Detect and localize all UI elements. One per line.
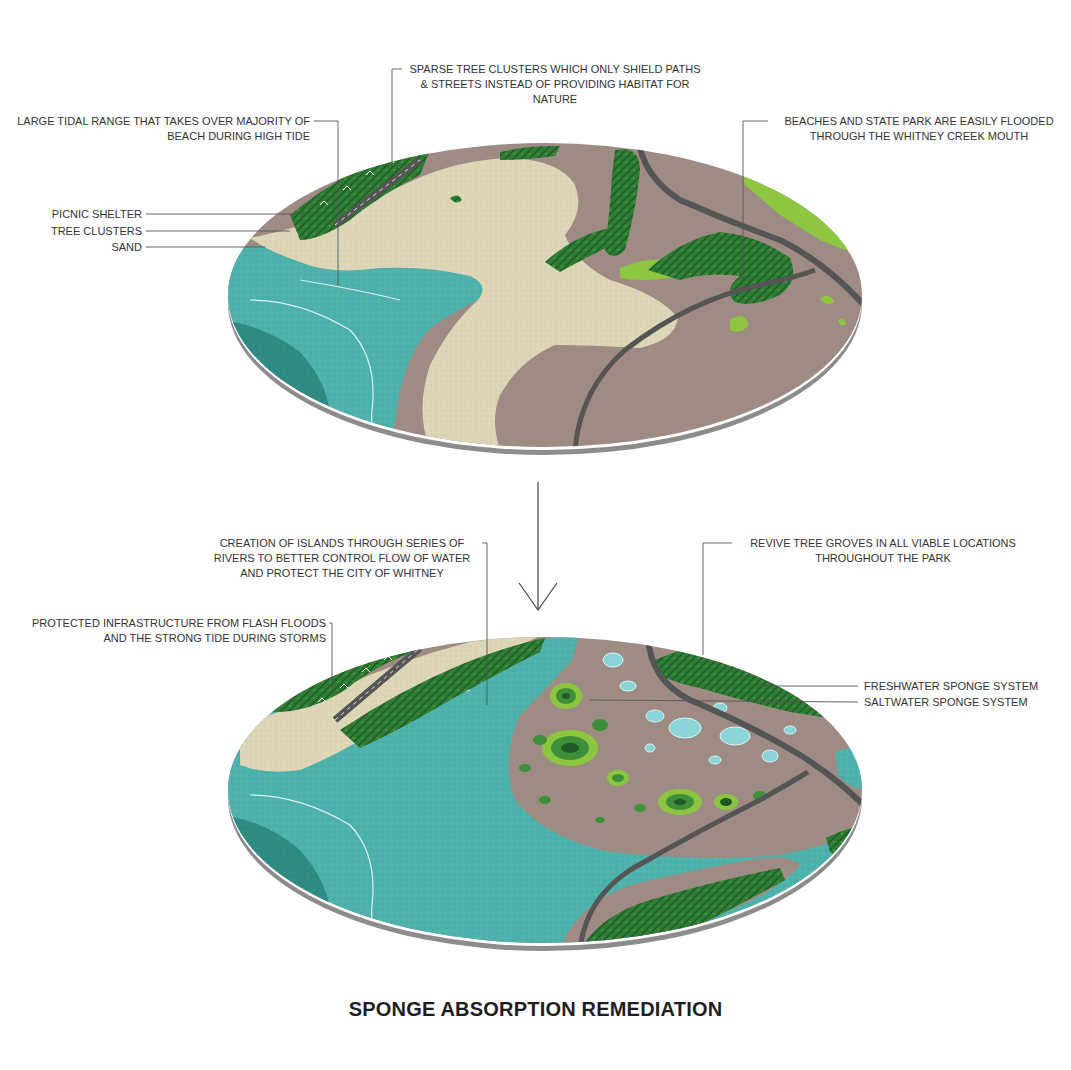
- diagram-title: SPONGE ABSORPTION REMEDIATION: [0, 998, 1071, 1021]
- remediated-site-disc: [220, 630, 870, 951]
- land: [220, 630, 870, 950]
- deep-water: [220, 815, 330, 950]
- road: [580, 772, 808, 950]
- depth-line: [300, 280, 400, 300]
- freshwater-sponges: [603, 653, 796, 764]
- callout-label: LARGE TIDAL RANGE THAT TAKES OVER MAJORI…: [8, 114, 310, 144]
- tree-grove: [826, 825, 870, 860]
- callout-label: SAND: [20, 240, 142, 255]
- callout-label: PROTECTED INFRASTRUCTURE FROM FLASH FLOO…: [12, 616, 326, 646]
- callout-label: CREATION OF ISLANDS THROUGH SERIES OF RI…: [205, 536, 479, 581]
- lawn: [838, 319, 846, 326]
- tree-grove: [655, 638, 870, 725]
- tree-cluster: [450, 195, 462, 202]
- tree-grove: [580, 868, 785, 950]
- lawn: [730, 316, 748, 332]
- road: [575, 270, 815, 450]
- lawn: [820, 296, 834, 305]
- tree-cluster: [545, 228, 618, 272]
- callout-label: SALTWATER SPONGE SYSTEM: [864, 695, 1064, 710]
- callout-label: SPARSE TREE CLUSTERS WHICH ONLY SHIELD P…: [405, 62, 705, 107]
- road: [648, 636, 870, 812]
- road: [335, 648, 420, 720]
- road-marking: [335, 648, 420, 720]
- picnic-shelters: [320, 159, 394, 205]
- saltwater-sponges: [519, 683, 767, 823]
- depth-line: [250, 795, 378, 950]
- callout-label: PICNIC SHELTER: [20, 207, 142, 222]
- transition-arrow: [519, 482, 557, 610]
- callout-label: BEACHES AND STATE PARK ARE EASILY FLOODE…: [775, 114, 1063, 144]
- road: [335, 160, 420, 225]
- water: [220, 632, 870, 950]
- existing-site-disc: [220, 140, 870, 455]
- tree-cluster: [500, 146, 560, 160]
- land: [220, 140, 870, 450]
- picnic-shelters: [318, 656, 392, 702]
- leader-lines: [146, 69, 858, 705]
- callout-label: REVIVE TREE GROVES IN ALL VIABLE LOCATIO…: [738, 536, 1028, 566]
- depth-line: [250, 300, 378, 450]
- callout-label: FRESHWATER SPONGE SYSTEM: [864, 679, 1064, 694]
- tree-cluster: [648, 232, 793, 304]
- road-marking: [335, 160, 420, 225]
- deep-water: [220, 320, 330, 450]
- callout-label: TREE CLUSTERS: [20, 224, 142, 239]
- tree-cluster: [290, 150, 430, 240]
